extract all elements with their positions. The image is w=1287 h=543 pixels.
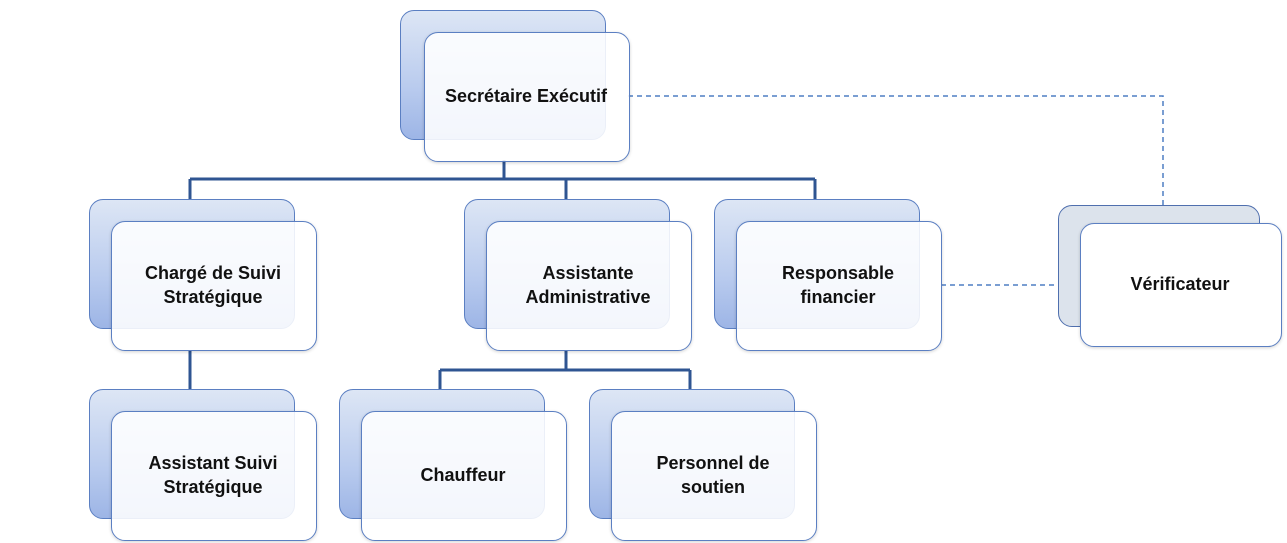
- node-card: [111, 221, 317, 351]
- node-responsable-financier: Responsable financier: [714, 199, 942, 352]
- node-label-secretaire: Secrétaire Exécutif: [444, 86, 608, 106]
- node-label-personnel: Personnel de soutien: [656, 453, 770, 497]
- dotted-line-secretaire-verificateur: [628, 95, 1164, 205]
- node-label-verificateur: Vérificateur: [1130, 274, 1230, 294]
- node-label-assistant-suivi: Assistant Suivi Stratégique: [148, 453, 278, 497]
- node-card: [1080, 223, 1282, 347]
- node-assistant-suivi: Assistant Suivi Stratégique: [89, 389, 317, 542]
- node-card: [736, 221, 942, 351]
- node-label-responsable: Responsable financier: [781, 263, 895, 307]
- node-label-chauffeur: Chauffeur: [420, 465, 506, 485]
- node-card: [111, 411, 317, 541]
- node-secretaire-executif: Secrétaire Exécutif: [400, 10, 630, 162]
- node-personnel-soutien: Personnel de soutien: [589, 389, 817, 542]
- node-label-assistante: Assistante Administrative: [525, 263, 651, 307]
- node-card: [361, 411, 567, 541]
- node-card: [611, 411, 817, 541]
- node-chauffeur: Chauffeur: [339, 389, 567, 542]
- node-verificateur: Vérificateur: [1058, 205, 1282, 348]
- node-card: [486, 221, 692, 351]
- node-charge-suivi: Chargé de Suivi Stratégique: [89, 199, 317, 352]
- node-assistante-administrative: Assistante Administrative: [464, 199, 692, 352]
- node-card: [424, 32, 630, 162]
- node-label-charge: Chargé de Suivi Stratégique: [144, 263, 282, 307]
